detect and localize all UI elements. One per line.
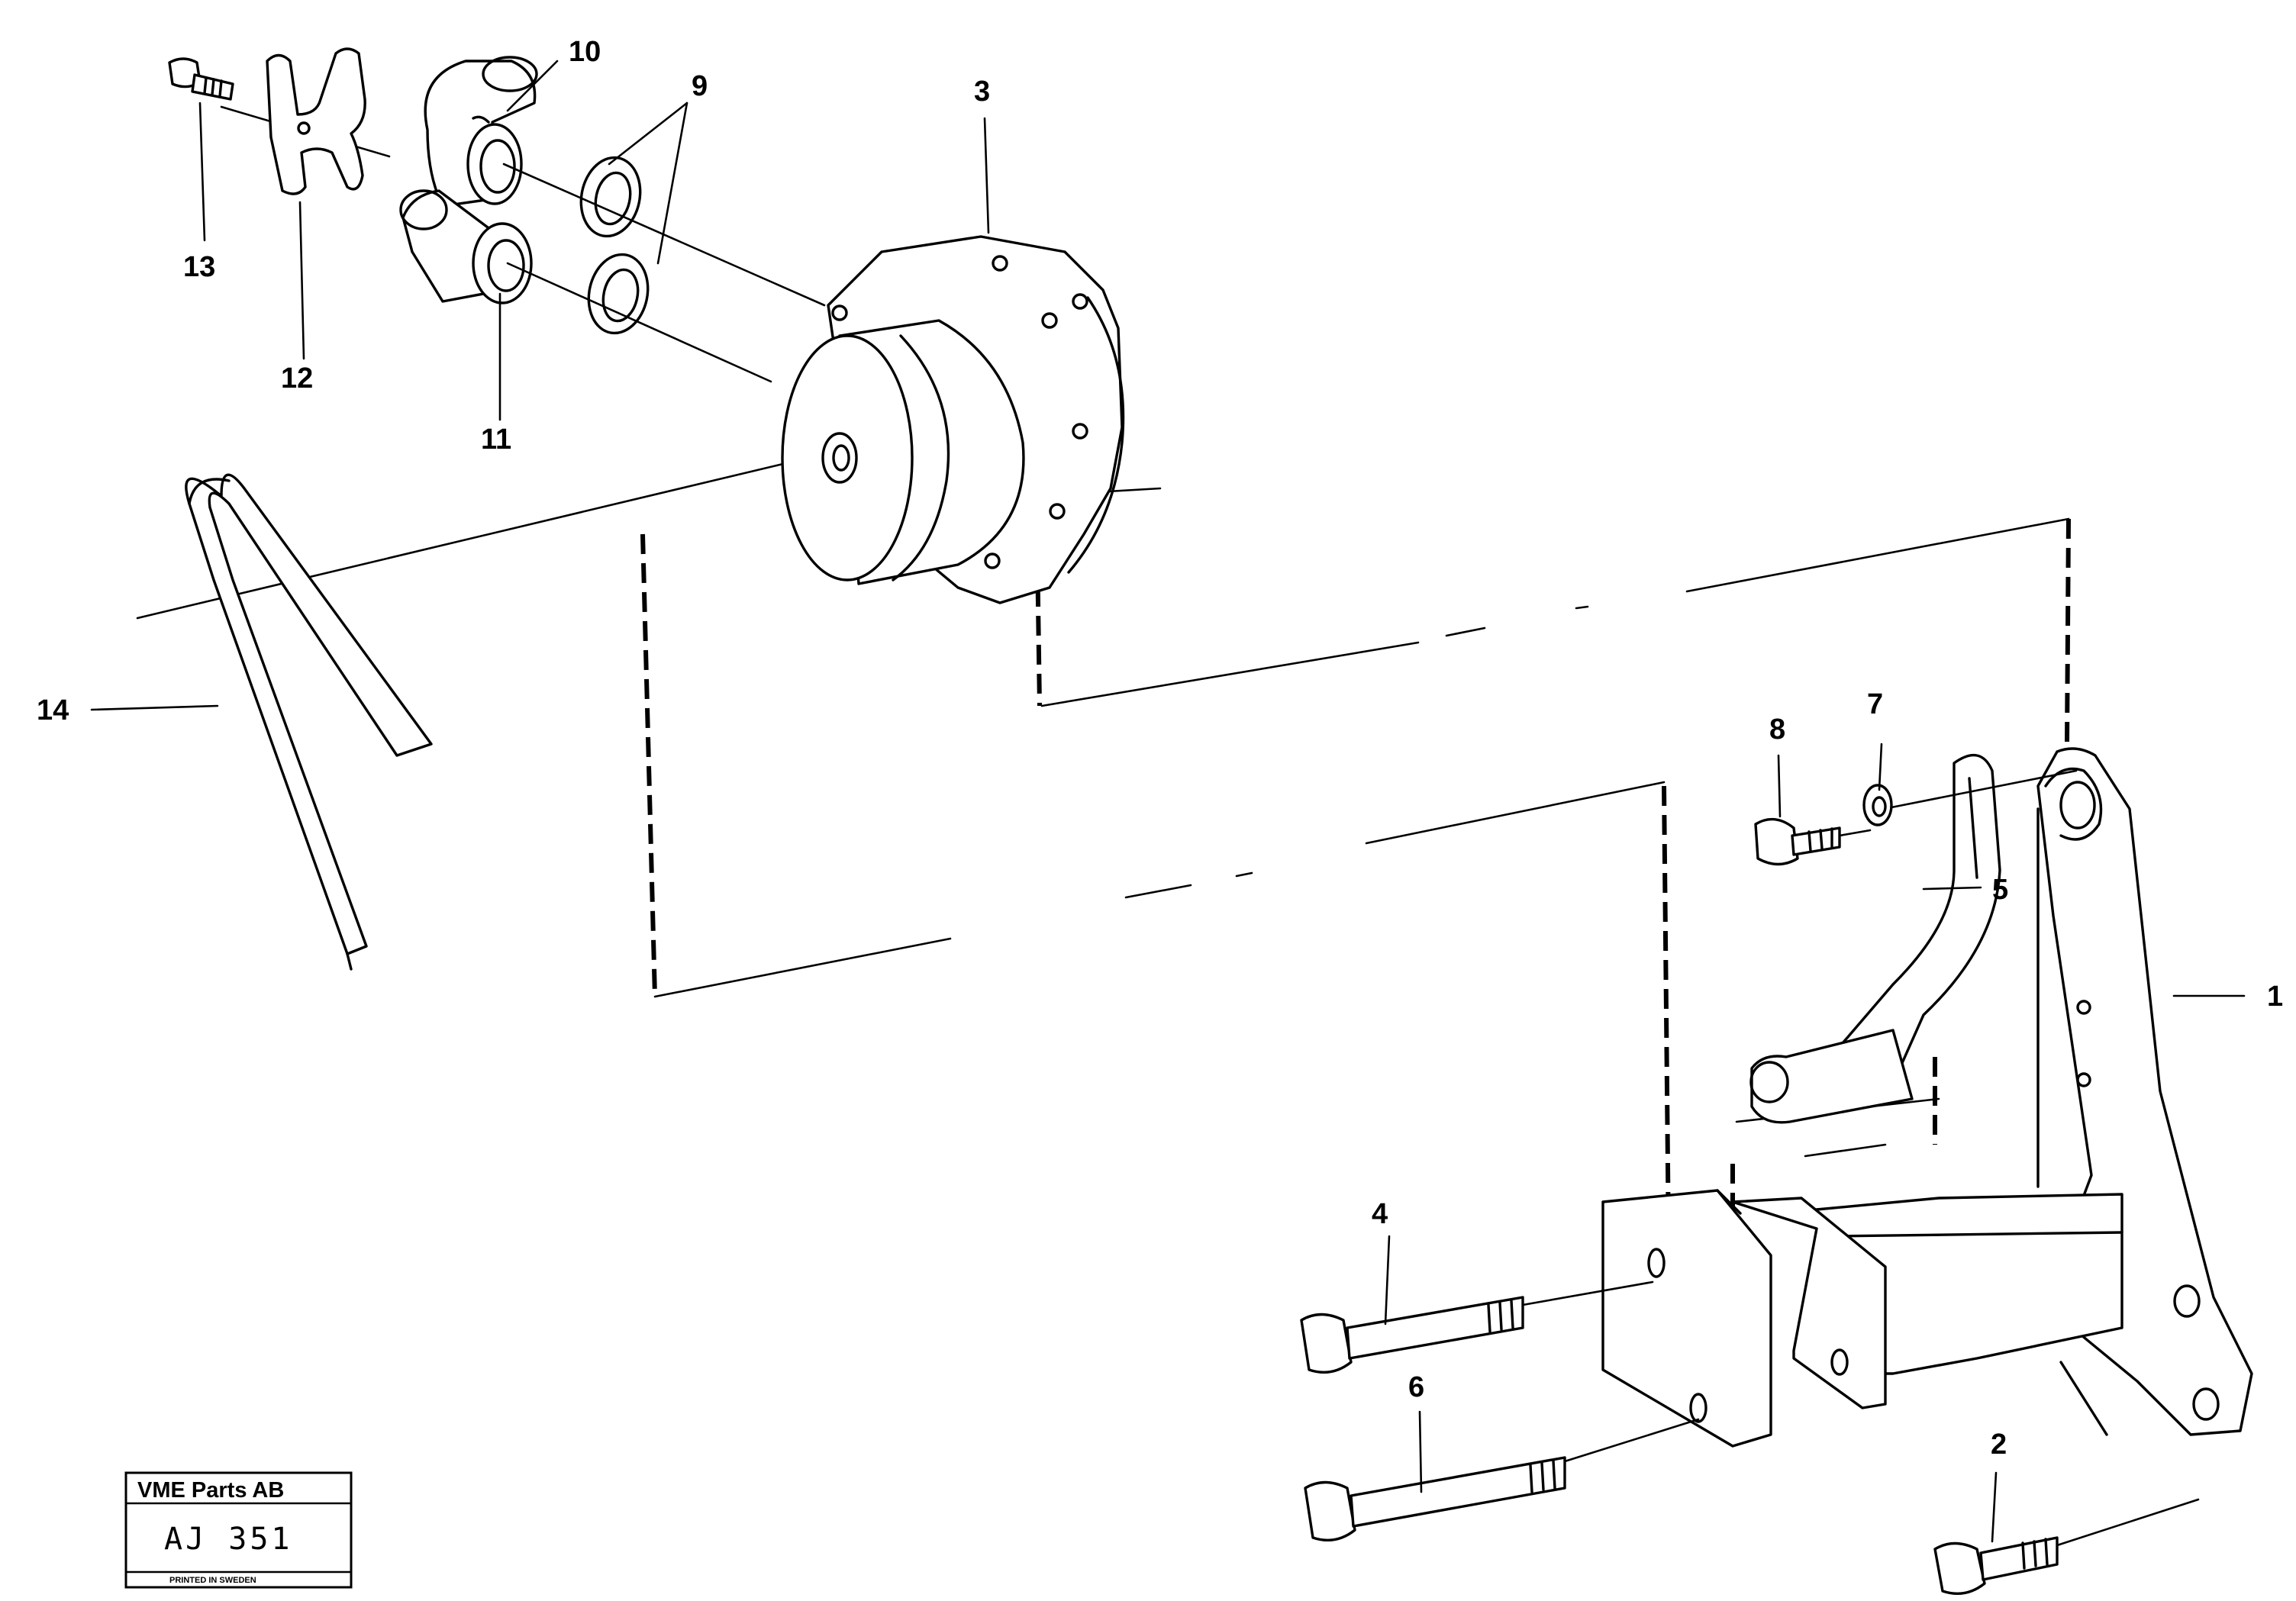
callout-11: 11 [481,424,511,456]
catalog-stamp: VME Parts AB AJ 351 PRINTED IN SWEDEN [124,1471,353,1589]
stamp-footer: PRINTED IN SWEDEN [169,1576,256,1585]
long-bolt-lower [1304,1418,1700,1541]
straight-pipe [399,189,533,304]
callout-14: 14 [37,694,69,726]
callout-12: 12 [281,362,313,395]
short-screw [1933,1498,2200,1595]
callout-7: 7 [1867,688,1883,720]
leader-lines [90,60,2246,1543]
elbow-pipe [424,56,538,208]
callout-10: 10 [569,36,601,68]
mounting-flange [1601,1189,1887,1448]
callout-labels: 1 2 3 4 5 6 7 8 9 10 11 12 13 14 [37,36,2283,1461]
stamp-company: VME Parts AB [137,1478,284,1503]
callout-8: 8 [1769,714,1785,746]
callout-5: 5 [1992,874,2008,906]
callout-6: 6 [1408,1371,1424,1403]
callout-2: 2 [1991,1429,2007,1461]
screw-with-washer [1754,769,2078,866]
drive-belt [185,473,433,971]
tensioner-arm [1749,753,2001,1124]
callout-1: 1 [2267,981,2283,1013]
callout-9: 9 [692,70,708,102]
small-screw [168,57,234,101]
callout-3: 3 [974,76,990,108]
callout-13: 13 [183,251,215,283]
clamp-plate [266,47,366,195]
seal-rings [579,156,650,335]
long-bolt-upper [1300,1280,1654,1374]
stamp-code: AJ 351 [164,1522,293,1557]
callout-4: 4 [1372,1198,1388,1230]
water-pump [781,235,1125,604]
bracket-arm [1815,1193,2123,1436]
